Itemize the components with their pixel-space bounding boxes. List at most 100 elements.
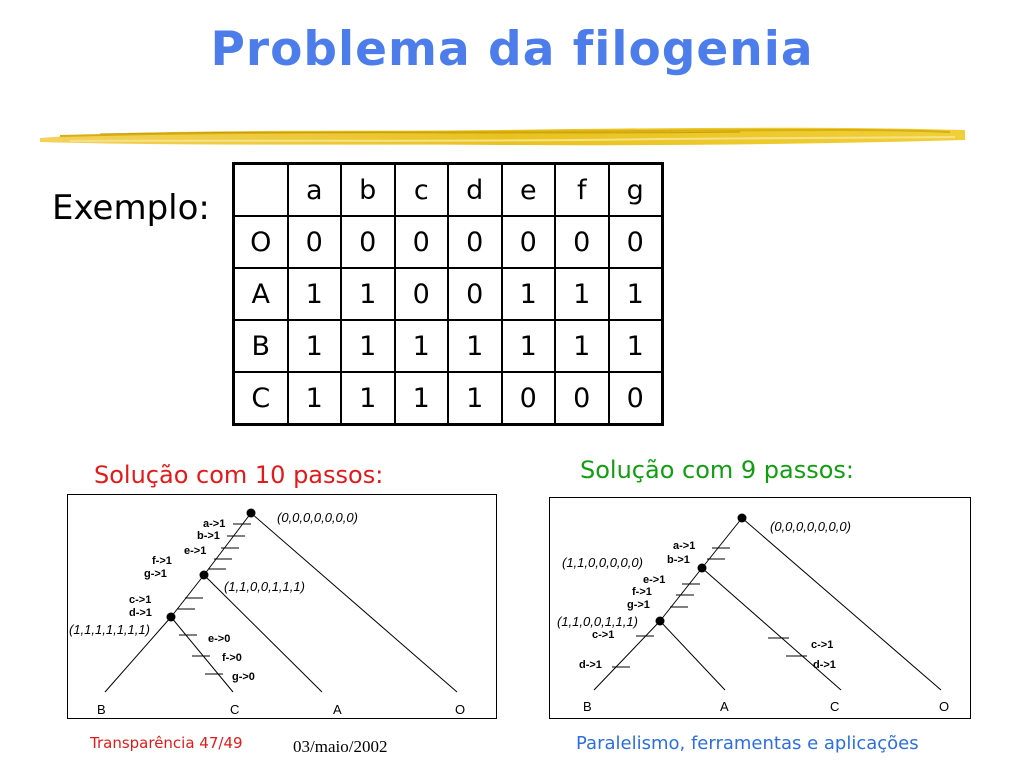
branch-y-b — [104, 616, 172, 693]
phylogeny-tree-9-steps: a->1 b->1 e->1 f->1 g->1 c->1 d->1 c->1 … — [549, 497, 971, 719]
decorative-brush-stroke — [40, 127, 965, 146]
change-label: f->0 — [222, 652, 242, 664]
matrix-cell: 0 — [340, 215, 396, 269]
node-state-label: (1,1,0,0,1,1,1) — [557, 614, 638, 629]
change-label: e->1 — [643, 574, 665, 586]
change-ticks-mid — [670, 583, 700, 608]
matrix-cell: 0 — [500, 371, 556, 426]
matrix-cell: 1 — [554, 319, 610, 373]
internal-node-a — [199, 570, 209, 580]
branch-root-x — [701, 517, 743, 569]
matrix-cell: 0 — [393, 215, 449, 269]
matrix-cell: 1 — [447, 319, 503, 373]
matrix-row: A 1 1 0 0 1 1 1 — [232, 267, 664, 321]
course-title: Paralelismo, ferramentas e aplicações — [576, 733, 919, 754]
change-ticks-root — [707, 547, 730, 560]
matrix-cell: 0 — [554, 215, 610, 269]
change-label: d->1 — [129, 607, 152, 619]
slide-title: Problema da filogenia — [210, 22, 814, 77]
change-label: d->1 — [813, 659, 836, 671]
matrix-row-label: O — [232, 215, 289, 269]
node-state-label: (0,0,0,0,0,0,0) — [277, 510, 358, 525]
example-label: Exemplo: — [52, 188, 210, 228]
change-label: a->1 — [673, 540, 695, 552]
matrix-cell: 0 — [393, 267, 449, 321]
change-ticks-root — [208, 523, 251, 570]
branch-y-b — [593, 620, 661, 691]
matrix-cell: 0 — [554, 371, 610, 426]
matrix-row-label: C — [232, 371, 289, 426]
slide-date: 03/maio/2002 — [293, 737, 388, 756]
slide-number: Transparência 47/49 — [90, 734, 243, 752]
matrix-header-row: a b c d e f g — [232, 162, 664, 217]
change-label: g->1 — [144, 568, 167, 580]
node-state-label: (1,1,1,1,1,1,1) — [69, 622, 150, 637]
leaf-label: O — [455, 702, 465, 717]
branch-root-o — [741, 517, 942, 691]
matrix-cell: 0 — [286, 215, 342, 269]
matrix-cell: 1 — [286, 267, 342, 321]
matrix-cell: 0 — [447, 215, 503, 269]
leaf-label: C — [230, 702, 239, 717]
matrix-header-cell: f — [554, 162, 610, 217]
matrix-header-cell: b — [340, 162, 396, 217]
matrix-header-cell: g — [607, 162, 664, 217]
change-ticks-c — [179, 634, 223, 675]
matrix-row: B 1 1 1 1 1 1 1 — [232, 319, 664, 373]
matrix-cell: 1 — [340, 267, 396, 321]
change-label: c->1 — [129, 594, 151, 606]
leaf-label: B — [97, 702, 106, 717]
node-state-label: (1,1,0,0,0,0,0) — [562, 555, 643, 570]
matrix-cell: 1 — [286, 371, 342, 426]
branch-x-y — [170, 574, 205, 618]
change-ticks-b — [612, 635, 654, 668]
matrix-cell: 1 — [286, 319, 342, 373]
matrix-cell: 1 — [607, 267, 664, 321]
matrix-header-cell: d — [447, 162, 503, 217]
matrix-cell: 1 — [607, 319, 664, 373]
matrix-corner-cell — [232, 162, 289, 217]
character-matrix: a b c d e f g O 0 0 0 0 0 0 0 A 1 1 0 0 … — [232, 162, 664, 426]
solution-10-label: Solução com 10 passos: — [94, 461, 384, 489]
solution-9-label: Solução com 9 passos: — [580, 456, 855, 484]
branch-y-c — [170, 616, 234, 693]
matrix-header-cell: e — [500, 162, 556, 217]
node-state-label: (1,1,0,0,1,1,1) — [224, 579, 305, 594]
change-ticks-c — [768, 637, 807, 657]
matrix-cell: 0 — [607, 215, 664, 269]
change-ticks-mid — [177, 597, 203, 610]
leaf-label: B — [583, 699, 592, 714]
change-label: d->1 — [579, 659, 602, 671]
change-label: b->1 — [197, 530, 220, 542]
branch-root-o — [250, 512, 458, 693]
matrix-cell: 1 — [554, 267, 610, 321]
matrix-cell: 0 — [607, 371, 664, 426]
branch-root-x — [203, 512, 252, 576]
tree-frame — [67, 494, 497, 719]
change-label: a->1 — [203, 518, 225, 530]
matrix-row-label: A — [232, 267, 289, 321]
internal-node-a — [697, 563, 707, 573]
change-label: e->0 — [208, 633, 230, 645]
change-label: f->1 — [152, 555, 172, 567]
matrix-row-label: B — [232, 319, 289, 373]
matrix-cell: 0 — [500, 215, 556, 269]
matrix-cell: 1 — [500, 319, 556, 373]
phylogeny-tree-10-steps: a->1 b->1 e->1 f->1 g->1 c->1 d->1 e->0 … — [67, 494, 497, 719]
matrix-header-cell: a — [286, 162, 342, 217]
leaf-label: A — [333, 702, 342, 717]
leaf-label: O — [939, 699, 949, 714]
matrix-cell: 1 — [500, 267, 556, 321]
branch-y-a — [659, 620, 726, 691]
matrix-cell: 1 — [393, 319, 449, 373]
matrix-row: C 1 1 1 1 0 0 0 — [232, 371, 664, 426]
root-node — [246, 508, 256, 518]
change-label: g->0 — [232, 671, 255, 683]
tree-frame — [549, 497, 971, 719]
matrix-cell: 1 — [340, 371, 396, 426]
change-label: c->1 — [811, 639, 833, 651]
change-label: e->1 — [184, 545, 206, 557]
leaf-label: A — [720, 699, 729, 714]
node-state-label: (0,0,0,0,0,0,0) — [770, 519, 851, 534]
change-label: c->1 — [592, 629, 614, 641]
